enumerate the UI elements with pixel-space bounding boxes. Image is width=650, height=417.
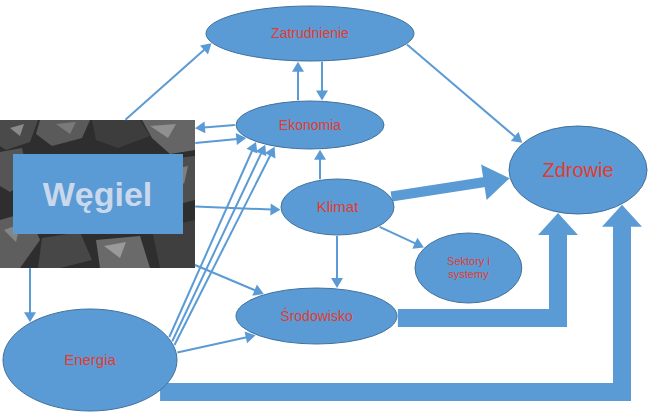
node-label: Zatrudnienie (271, 25, 349, 41)
connector-line (398, 233, 558, 318)
arrow-head (256, 145, 267, 157)
connector-arrow (195, 203, 280, 215)
topic-ellipse: Ekonomia (235, 100, 385, 150)
connector-arrow (316, 62, 328, 101)
ellipse-shape (415, 233, 522, 303)
arrow-head (246, 142, 257, 154)
ellipse-shape (236, 101, 384, 149)
node-label: Ekonomia (279, 117, 341, 133)
ellipse-shape (3, 309, 177, 411)
arrow-head (314, 150, 326, 160)
arrow-head (331, 278, 343, 288)
ellipse-shape (206, 6, 414, 61)
connector-line (391, 182, 486, 197)
node-label: Sektory i systemy (436, 255, 500, 280)
connector-line (160, 225, 622, 392)
connector-line (321, 62, 323, 92)
connector-line (195, 139, 237, 143)
node-label: Klimat (317, 198, 359, 215)
connector-arrow (314, 150, 326, 180)
node-label: Środowisko (280, 308, 352, 324)
arrow-head (292, 62, 304, 72)
arrow-head (511, 132, 523, 143)
topic-ellipse: Energia (2, 308, 178, 412)
coal-image-box: Węgiel (0, 120, 195, 268)
connector-line (195, 207, 271, 210)
arrow-head (538, 213, 578, 235)
connector-line (380, 227, 416, 244)
connector-line (204, 125, 235, 127)
arrow-head (412, 238, 424, 249)
node-label: Energia (64, 351, 116, 368)
connector-line (177, 337, 246, 352)
connector-arrow (195, 133, 246, 145)
topic-ellipse: Środowisko (235, 287, 398, 345)
connector-line (29, 268, 31, 313)
arrow-head (200, 43, 211, 54)
connector-line (297, 71, 299, 101)
topic-ellipse: Sektory i systemy (414, 232, 523, 304)
connector-arrow (407, 45, 522, 143)
node-label: Węgiel (13, 154, 183, 234)
node-label: Zdrowie (542, 159, 613, 182)
ellipse-shape (236, 288, 397, 344)
connector-line (125, 49, 204, 120)
connector-arrow (331, 236, 343, 288)
arrow-head (270, 203, 280, 215)
ellipse-shape (281, 179, 394, 235)
ellipse-shape (509, 126, 647, 214)
connector-arrow (24, 268, 36, 322)
arrow-head (265, 147, 276, 159)
topic-ellipse: Zatrudnienie (205, 5, 415, 62)
topic-ellipse: Klimat (280, 178, 395, 236)
topic-ellipse: Zdrowie (508, 125, 648, 215)
connector-line (407, 45, 515, 138)
connector-line (336, 236, 338, 279)
connector-line (319, 159, 321, 180)
connector-arrow (160, 205, 642, 392)
connector-arrow (398, 213, 578, 318)
connector-arrow (391, 164, 509, 200)
connector-arrow (195, 121, 235, 133)
connector-arrow (292, 62, 304, 101)
arrow-head (481, 164, 509, 200)
connector-arrow (380, 227, 424, 249)
arrow-head (195, 121, 205, 133)
arrow-head (252, 285, 264, 296)
arrow-head (316, 90, 328, 100)
connector-arrow (177, 332, 255, 353)
connector-arrow (125, 43, 211, 120)
